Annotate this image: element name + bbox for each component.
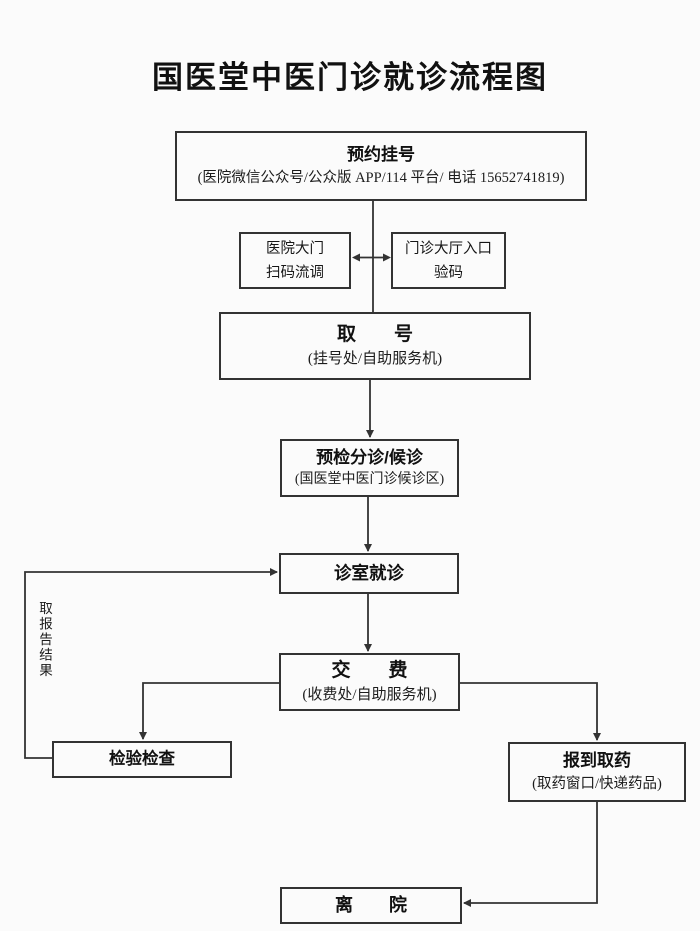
node-subtitle: (收费处/自助服务机): [302, 686, 437, 703]
node-title: 预检分诊/候诊: [316, 447, 423, 467]
edge-labtest-consultation: [24, 568, 278, 759]
double-arrowhead-right: [383, 253, 391, 262]
node-line1: 医院大门: [266, 240, 324, 257]
flow-node-lobby-check: 门诊大厅入口 验码: [391, 232, 506, 289]
page-title: 国医堂中医门诊就诊流程图: [152, 60, 548, 95]
edge-payment-labtest: [139, 682, 279, 740]
node-subtitle: (医院微信公众号/公众版 APP/114 平台/ 电话 15652741819): [197, 169, 565, 186]
node-title: 报到取药: [563, 751, 631, 771]
node-subtitle: (挂号处/自助服务机): [307, 350, 443, 367]
node-title: 交 费: [331, 659, 408, 681]
node-title: 离 院: [335, 895, 407, 916]
node-title: 预约挂号: [347, 145, 415, 165]
node-line2: 验码: [434, 264, 463, 281]
node-line2: 扫码流调: [266, 264, 324, 281]
double-arrowhead-left: [352, 253, 360, 262]
flow-node-lab-test: 检验检查: [52, 741, 232, 778]
node-title: 检验检查: [109, 750, 175, 769]
edge-label-get-report: 取报告结果: [37, 601, 52, 679]
flow-node-consultation: 诊室就诊: [279, 553, 459, 594]
flow-node-gate-check: 医院大门 扫码流调: [239, 232, 351, 289]
flow-node-appointment: 预约挂号 (医院微信公众号/公众版 APP/114 平台/ 电话 1565274…: [175, 131, 587, 201]
node-line1: 门诊大厅入口: [405, 240, 492, 257]
flow-node-triage: 预检分诊/候诊 (国医堂中医门诊候诊区): [280, 439, 459, 497]
node-subtitle: (国医堂中医门诊候诊区): [294, 472, 445, 488]
flow-node-discharge: 离 院: [280, 887, 462, 924]
edge-payment-pharmacy: [460, 682, 601, 741]
node-title: 诊室就诊: [334, 562, 404, 583]
node-subtitle: (取药窗口/快递药品): [532, 775, 662, 792]
flow-node-pharmacy: 报到取药 (取药窗口/快递药品): [508, 742, 686, 802]
flow-node-get-number: 取 号 (挂号处/自助服务机): [219, 312, 531, 380]
flow-node-payment: 交 费 (收费处/自助服务机): [279, 653, 460, 711]
node-title: 取 号: [336, 323, 413, 345]
edge-pharmacy-discharge: [463, 802, 598, 907]
